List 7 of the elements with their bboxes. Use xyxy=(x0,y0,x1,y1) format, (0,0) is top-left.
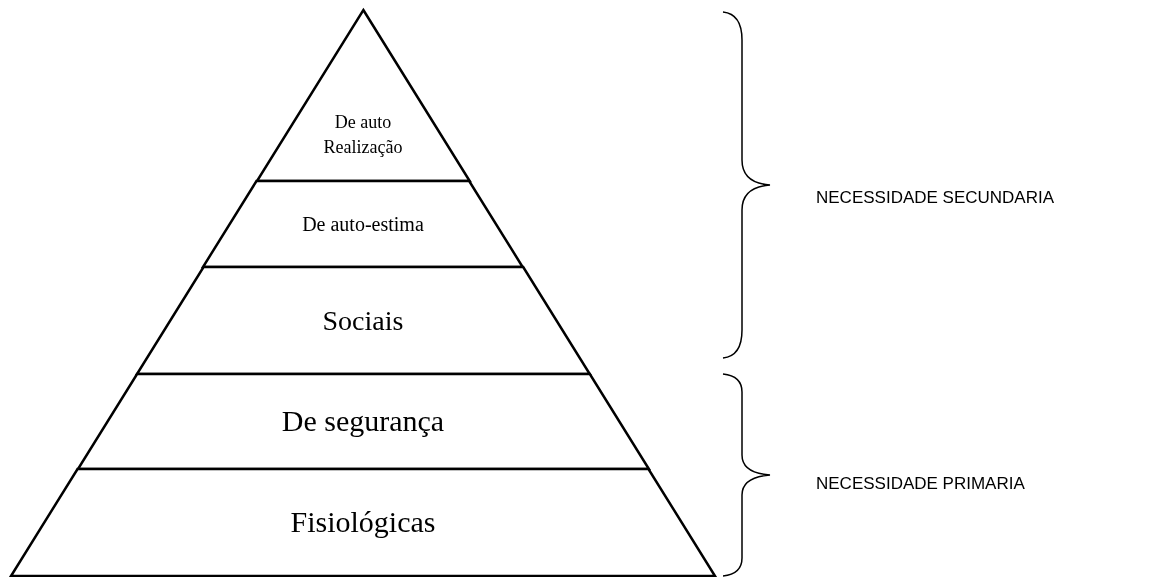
tier-label: Fisiológicas xyxy=(290,504,436,541)
tier-label: De auto-estima xyxy=(302,211,424,237)
tier-label: Sociais xyxy=(322,303,404,338)
tier-label: De segurança xyxy=(281,403,445,440)
group-label: NECESSIDADE SECUNDARIA xyxy=(816,187,1055,209)
tier-label: De auto Realização xyxy=(322,111,404,159)
group-label: NECESSIDADE PRIMARIA xyxy=(816,473,1025,495)
